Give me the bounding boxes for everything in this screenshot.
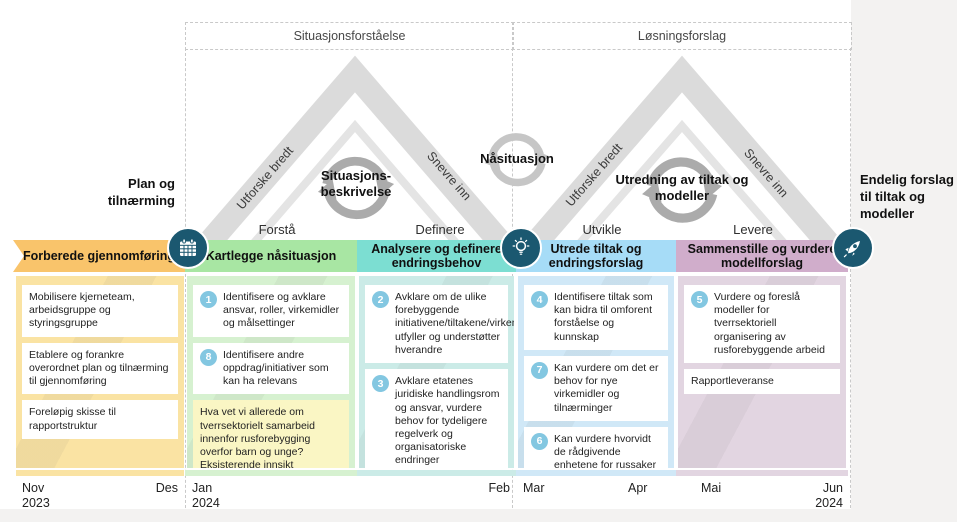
task-text: Kan vurdere hvorvidt de rådgivende enhet… [554,432,657,468]
phase-header-text: Utrede tiltak og endringsforslag [548,241,644,270]
task-card: 5 Vurdere og foreslå modeller for tverrs… [684,285,840,364]
step-number-badge: 6 [531,432,548,450]
task-card: 4 Identifisere tiltak som kan bidra til … [524,285,668,350]
month-apr: Apr [628,481,648,495]
plan-approach-label: Plan og tilnærming [107,176,175,208]
task-text: Mobilisere kjerneteam, arbeidsgruppe og … [29,291,135,330]
lightbulb-icon [500,227,542,269]
task-card: Rapportleveranse [684,369,840,395]
month-mar: Mar [523,481,545,495]
phase-header-sammenstille: Sammenstille og vurdere modellforslag [676,240,848,272]
task-text: Identifisere andre oppdrag/initiativer s… [223,348,329,388]
task-text: Kan vurdere om det er behov for nye virk… [554,361,659,414]
panel-sammenstille: 5 Vurdere og foreslå modeller for tverrs… [678,276,846,468]
phase-header-kartlegge: Kartlegge nåsituasjon [185,240,357,272]
task-text: Etablere og forankre overordnet plan og … [29,348,169,388]
stage-understand: Forstå [258,222,296,237]
month-jan: Jan 2024 [192,481,220,510]
task-text: Identifisere og avklare ansvar, roller, … [223,291,340,330]
task-text: Foreløpig skisse til rapportstruktur [29,406,116,432]
month-nov: Nov 2023 [22,481,50,510]
phase-header-utrede: Utrede tiltak og endringsforslag [516,240,676,272]
task-text: Avklare etatenes juridiske handlingsrom … [395,375,500,467]
task-text: Avklare om de ulike forebyggende initiat… [395,291,514,356]
step-number-badge: 5 [691,291,708,308]
phase-label: Løsningsforslag [637,29,727,43]
phase-header-forberede: Forberede gjennomføring [13,240,185,272]
phase-label: Situasjonsforståelse [293,29,406,43]
phase-box-situasjonsforstaelse: Situasjonsforståelse [185,22,514,50]
panel-analysere: 2 Avklare om de ulike forebyggende initi… [359,276,514,468]
timeline-strip [185,470,357,476]
task-card: Mobilisere kjerneteam, arbeidsgruppe og … [22,285,178,337]
circular-arrows-icon [317,156,395,220]
panel-utrede: 4 Identifisere tiltak som kan bidra til … [518,276,674,468]
stage-deliver: Levere [733,222,773,237]
month-mai: Mai [701,481,722,495]
task-card: 8 Identifisere andre oppdrag/initiativer… [193,342,349,395]
task-text: Identifisere tiltak som kan bidra til om… [554,291,653,343]
panel-kartlegge: 1 Identifisere og avklare ansvar, roller… [187,276,355,468]
task-card: Etablere og forankre overordnet plan og … [22,342,178,395]
step-number-badge: 4 [531,291,548,308]
timeline-strip [516,470,676,476]
step-number-badge: 1 [200,291,217,308]
task-card: 6 Kan vurdere hvorvidt de rådgivende enh… [524,426,668,468]
stage-define: Definere [415,222,465,237]
stage-develop: Utvikle [582,222,622,237]
month-des: Des [155,481,178,495]
final-proposal-label: Endelig forslag til tiltak og modeller [860,172,954,221]
bottom-margin-background [0,509,957,522]
panel-forberede: Mobilisere kjerneteam, arbeidsgruppe og … [16,276,184,468]
task-card: 1 Identifisere og avklare ansvar, roller… [193,285,349,337]
rocket-icon [832,227,874,269]
phase-divider-line [185,48,186,508]
step-number-badge: 8 [200,348,217,366]
step-number-badge: 2 [372,291,389,308]
phase-header-text: Analysere og definere endringsbehov [371,241,502,270]
measures-models-label: Utredning av tiltak og modeller [615,172,749,204]
phase-header-text: Sammenstille og vurdere modellforslag [687,241,837,270]
task-card: 2 Avklare om de ulike forebyggende initi… [365,285,514,364]
situation-description-label: Situasjons-beskrivelse [320,168,392,200]
phase-header-text: Kartlegge nåsituasjon [205,248,337,263]
task-card: 7 Kan vurdere om det er behov for nye vi… [524,355,668,421]
circular-arrows-icon [642,157,722,223]
phase-divider-line [850,48,851,508]
month-jun: Jun 2024 [815,481,843,510]
calendar-icon [167,227,209,269]
month-feb: Feb [488,481,510,495]
circular-arrows-icon [484,133,550,187]
timeline-strip [676,470,848,476]
timeline-strip [16,470,184,476]
phase-header-analysere: Analysere og definere endringsbehov [357,240,516,272]
phase-header-text: Forberede gjennomføring [22,248,176,263]
task-card-highlight: Hva vet vi allerede om tverrsektorielt s… [193,400,349,468]
double-diamond-chevrons [185,55,850,260]
timeline-strip [357,470,516,476]
step-number-badge: 7 [531,361,548,379]
task-text: Hva vet vi allerede om tverrsektorielt s… [200,406,315,468]
task-text: Vurdere og foreslå modeller for tverrsek… [714,291,825,356]
task-card: Foreløpig skisse til rapportstruktur [22,400,178,439]
step-number-badge: 3 [372,375,389,393]
current-situation-label: Nåsituasjon [480,151,554,166]
task-card: 3 Avklare etatenes juridiske handlingsro… [365,369,508,468]
task-text: Rapportleveranse [691,375,774,388]
phase-box-losningsforslag: Løsningsforslag [512,22,852,50]
